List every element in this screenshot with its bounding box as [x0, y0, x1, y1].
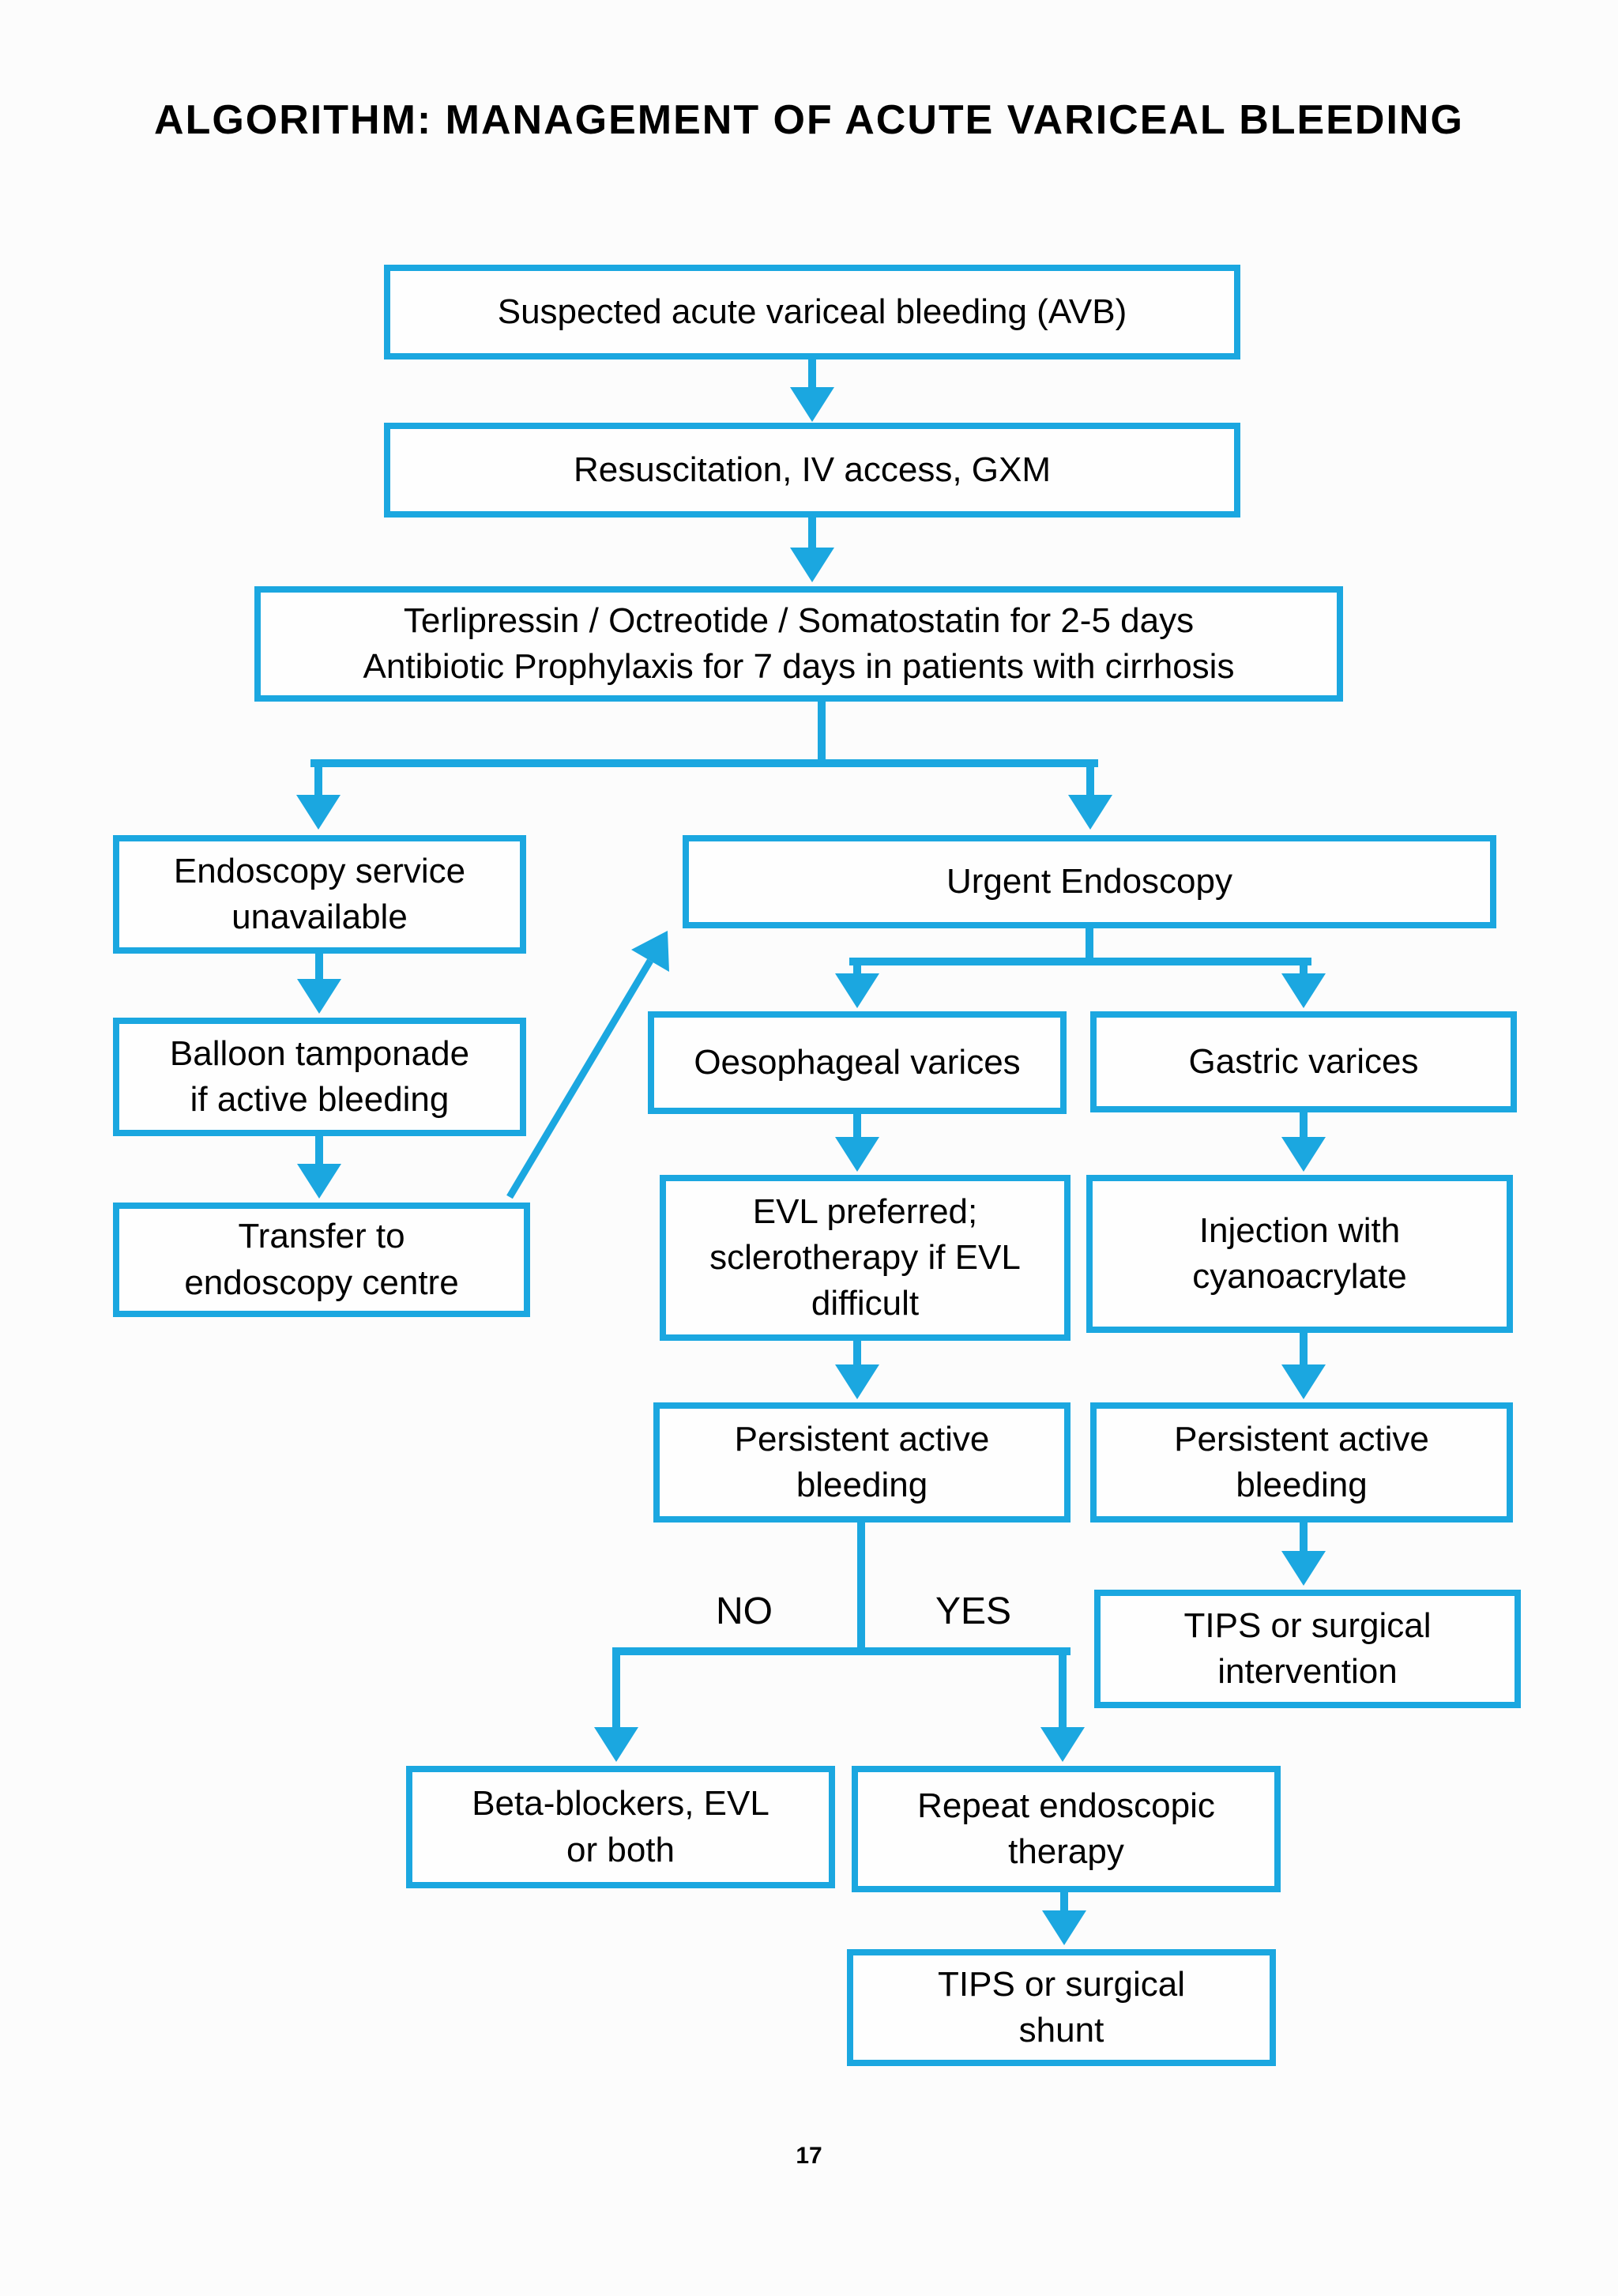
node-transfer-to-endoscopy-centre: Transfer to endoscopy centre — [113, 1203, 530, 1317]
node-suspected-avb: Suspected acute variceal bleeding (AVB) — [384, 265, 1240, 359]
edge-suspected-to-resuscitation — [790, 359, 834, 422]
node-label: TIPS or surgical intervention — [1183, 1605, 1432, 1691]
edge-label-no: NO — [716, 1590, 773, 1632]
edge-balloon-tamponade-to-transfer — [297, 1136, 341, 1199]
node-persistent-bleeding-gastric: Persistent active bleeding — [1090, 1402, 1513, 1523]
node-evl-preferred: EVL preferred; sclerotherapy if EVL diff… — [660, 1175, 1071, 1341]
node-tips-or-surgical-intervention: TIPS or surgical intervention — [1094, 1590, 1521, 1708]
edge-label-yes: YES — [935, 1590, 1012, 1632]
node-injection-cyanoacrylate: Injection with cyanoacrylate — [1086, 1175, 1513, 1333]
page-title: ALGORITHM: MANAGEMENT OF ACUTE VARICEAL … — [154, 97, 1464, 143]
node-beta-blockers-evl: Beta-blockers, EVL or both — [406, 1766, 835, 1888]
edge-cyanoacrylate-to-persistent-gastric — [1281, 1333, 1326, 1399]
page-number: 17 — [796, 2143, 822, 2169]
node-resuscitation: Resuscitation, IV access, GXM — [384, 423, 1240, 518]
node-label: TIPS or surgical shunt — [938, 1964, 1185, 2049]
edge-persistent-gastric-to-tips-intervention — [1281, 1523, 1326, 1586]
node-label: Repeat endoscopic therapy — [917, 1786, 1215, 1871]
node-balloon-tamponade: Balloon tamponade if active bleeding — [113, 1018, 526, 1136]
node-label: Oesophageal varices — [694, 1042, 1021, 1082]
edge-urgent-endoscopy-split — [835, 928, 1326, 1008]
node-endoscopy-service-unavailable: Endoscopy service unavailable — [113, 835, 526, 954]
node-oesophageal-varices: Oesophageal varices — [648, 1011, 1067, 1114]
edge-gastric-to-cyanoacrylate — [1281, 1112, 1326, 1172]
edge-oesophageal-to-evl — [835, 1114, 879, 1172]
node-repeat-endoscopic-therapy: Repeat endoscopic therapy — [852, 1766, 1281, 1892]
edge-evl-to-persistent-oesophageal — [835, 1341, 879, 1399]
node-label: EVL preferred; sclerotherapy if EVL diff… — [709, 1191, 1021, 1323]
node-pharmacotherapy: Terlipressin / Octreotide / Somatostatin… — [254, 586, 1343, 702]
node-label: Suspected acute variceal bleeding (AVB) — [497, 292, 1127, 331]
node-label: Persistent active bleeding — [1174, 1419, 1429, 1504]
edge-resuscitation-to-pharmacotherapy — [790, 518, 834, 582]
edge-persistent-oesophageal-split — [594, 1523, 1085, 1762]
node-label: Balloon tamponade if active bleeding — [169, 1033, 470, 1119]
node-gastric-varices: Gastric varices — [1090, 1011, 1517, 1112]
edge-endoscopy-unavailable-to-balloon-tamponade — [297, 954, 341, 1014]
edge-pharmacotherapy-split — [296, 702, 1112, 830]
node-label: Transfer to endoscopy centre — [184, 1217, 459, 1302]
node-label: Terlipressin / Octreotide / Somatostatin… — [363, 600, 1235, 686]
node-tips-or-surgical-shunt: TIPS or surgical shunt — [847, 1949, 1276, 2066]
node-label: Beta-blockers, EVL or both — [472, 1784, 769, 1869]
node-label: Urgent Endoscopy — [946, 861, 1232, 901]
edge-repeat-endoscopy-to-tips-shunt — [1042, 1892, 1086, 1945]
node-label: Persistent active bleeding — [734, 1419, 990, 1504]
node-persistent-bleeding-oesophageal: Persistent active bleeding — [653, 1402, 1071, 1523]
node-label: Resuscitation, IV access, GXM — [574, 450, 1051, 489]
edge-transfer-to-urgent-endoscopy — [506, 931, 669, 1199]
node-label: Gastric varices — [1188, 1041, 1419, 1081]
node-label: Injection with cyanoacrylate — [1192, 1210, 1407, 1296]
node-urgent-endoscopy: Urgent Endoscopy — [683, 835, 1496, 928]
node-label: Endoscopy service unavailable — [173, 851, 466, 936]
